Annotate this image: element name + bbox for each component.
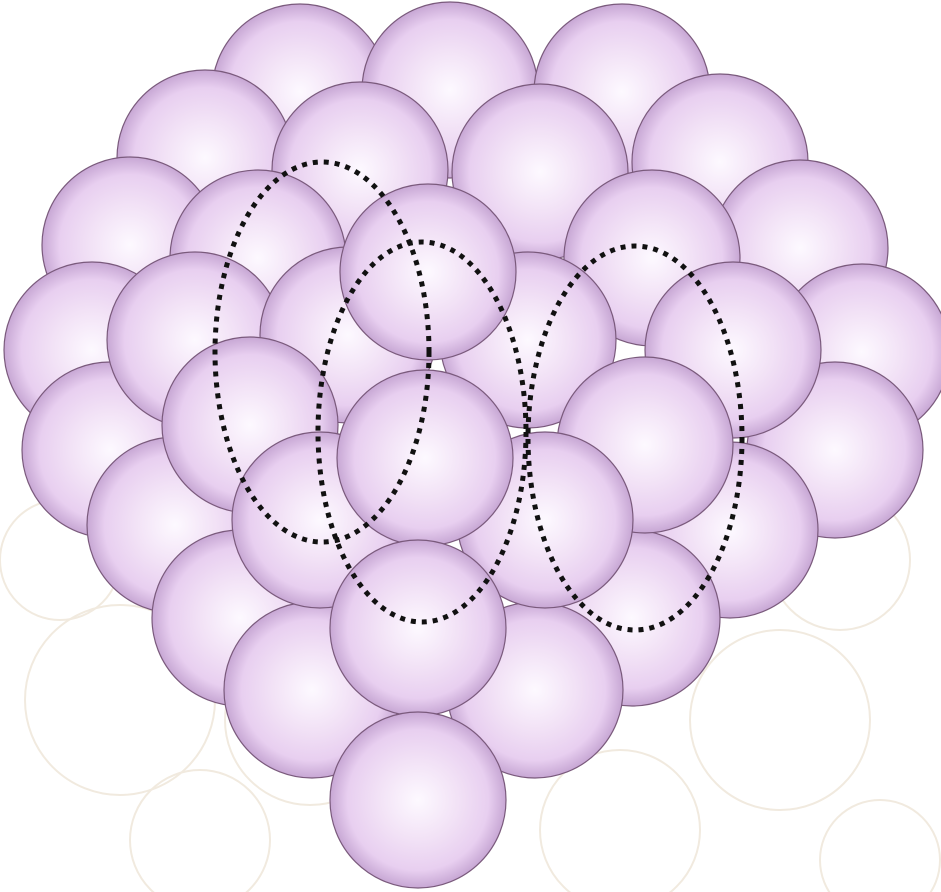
balloon [330, 712, 506, 888]
balloon [330, 540, 506, 716]
